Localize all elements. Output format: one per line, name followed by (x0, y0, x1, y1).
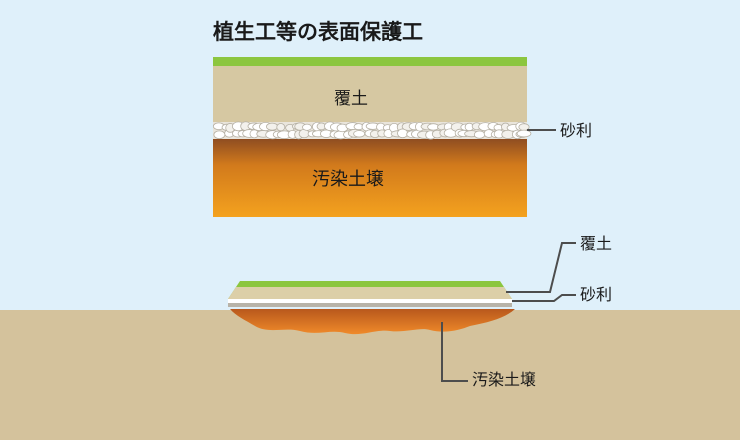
gravel-pebble (473, 130, 486, 139)
gravel-layer-shadow (228, 303, 512, 307)
cover-soil-layer (228, 287, 512, 299)
gravel-label: 砂利 (560, 121, 593, 140)
cover-soil-label-lower: 覆土 (580, 234, 613, 253)
leader-lines (441, 129, 576, 382)
leader-line-gravel-bottom (512, 294, 576, 302)
contaminated-soil-label: 汚染土壌 (312, 169, 384, 190)
contaminated-soil-layer (213, 137, 527, 217)
leader-line-cover-bottom (506, 242, 576, 293)
cover-soil-layer (213, 66, 527, 124)
gravel-pebble (516, 129, 532, 138)
contaminated-soil-plume (230, 309, 515, 335)
leader-line-contaminated-bottom (441, 322, 468, 382)
gravel-layer (228, 299, 512, 303)
gravel-pebble (213, 130, 226, 140)
gravel-pebble (353, 130, 366, 138)
contaminated-soil-label-lower: 汚染土壌 (472, 370, 537, 389)
cover-soil-label: 覆土 (334, 89, 368, 109)
gravel-label-lower: 砂利 (580, 285, 613, 304)
lower-cross-section (228, 281, 515, 335)
gravel-layer (212, 121, 532, 140)
diagram-title: 植生工等の表面保護工 (213, 20, 423, 44)
gravel-pebble (266, 122, 279, 131)
gravel-pebble (276, 123, 286, 132)
gravel-pebble (302, 123, 312, 131)
vegetation-layer (213, 57, 527, 66)
upper-cross-section (212, 57, 532, 217)
